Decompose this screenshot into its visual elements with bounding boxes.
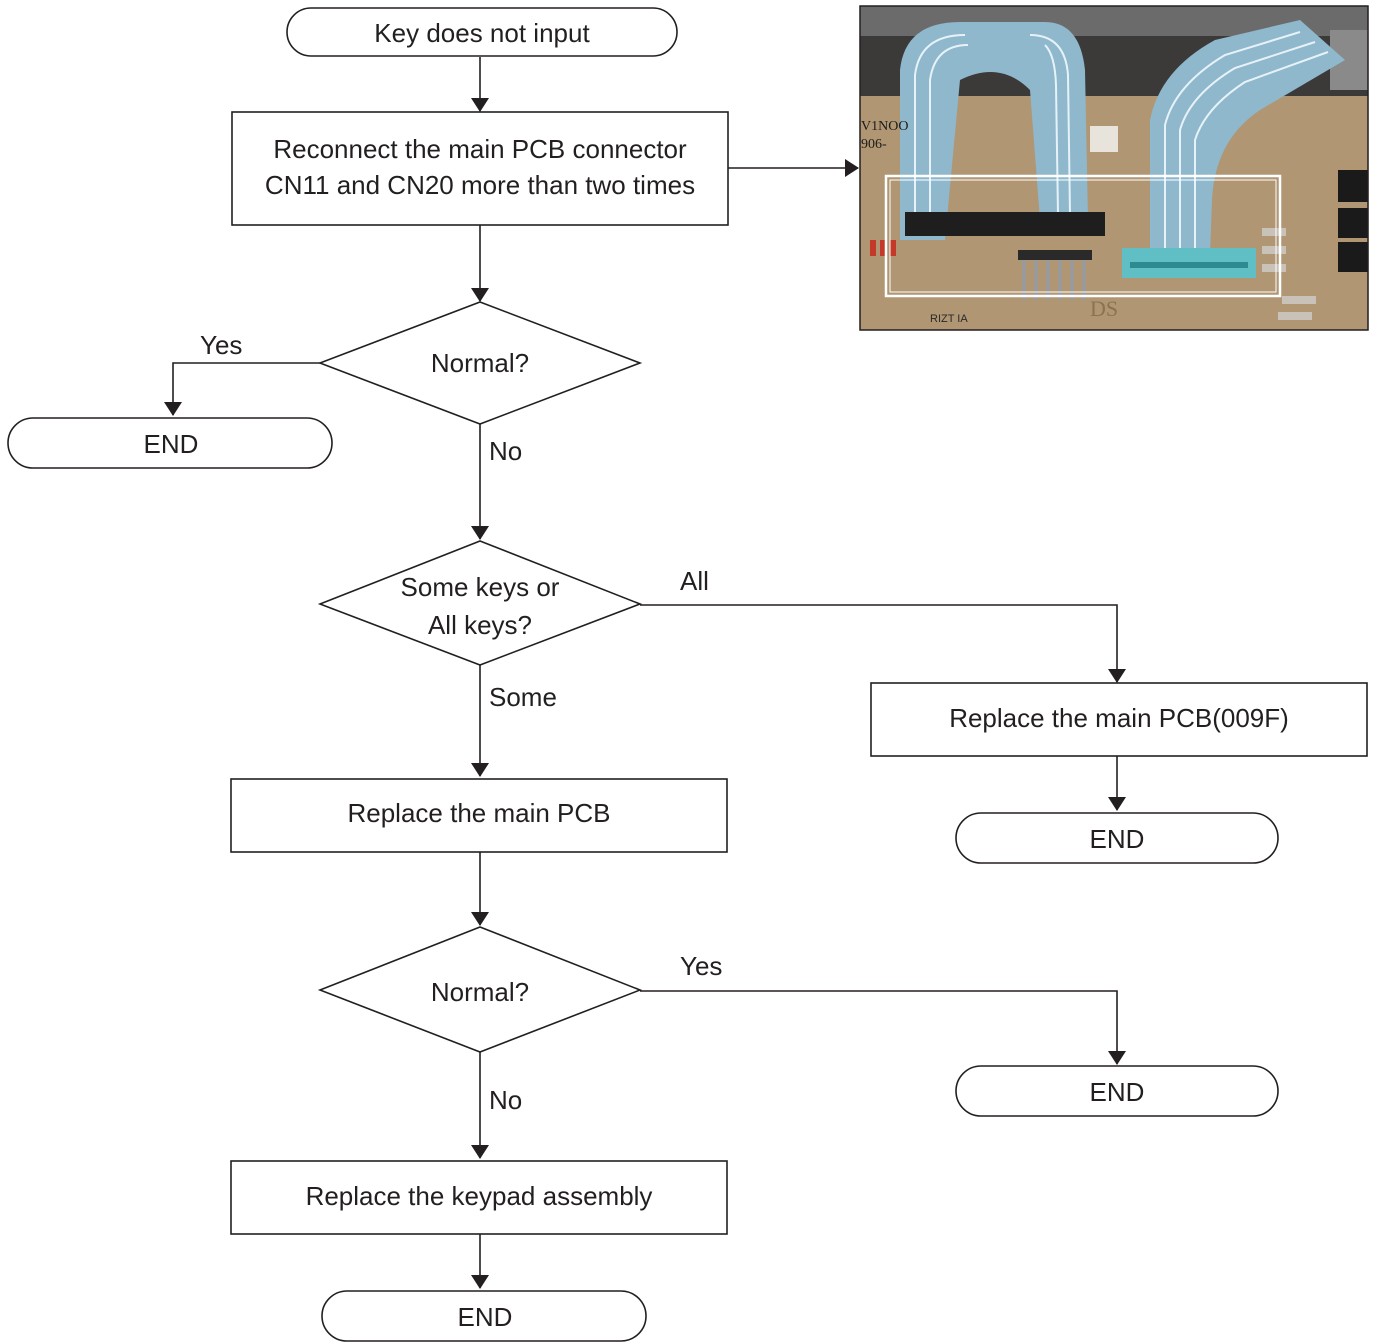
end-terminal-1: END: [7, 417, 333, 469]
connector-highlight-frame: [884, 174, 1282, 298]
pcb009f-label: Replace the main PCB(009F): [949, 703, 1289, 733]
keypad-label: Replace the keypad assembly: [306, 1181, 653, 1211]
decision1-label: Normal?: [431, 348, 529, 378]
end-label-3: END: [1090, 1077, 1145, 1107]
decision-some-or-all-keys: Some keys or All keys?: [317, 540, 643, 666]
connector-keys-all: [640, 604, 1126, 683]
decision-normal-2: Normal?: [317, 926, 643, 1053]
keys-some-label: Some: [489, 682, 557, 712]
process-replace-main-pcb: Replace the main PCB: [230, 778, 728, 853]
pcb-connector-photo: V1NOO 906- DS RIZT IA: [860, 6, 1368, 330]
pcb-label: Replace the main PCB: [347, 798, 610, 828]
end-label-4: END: [458, 1302, 513, 1332]
connector-decision1-yes: [164, 362, 320, 416]
decision2-label: Normal?: [431, 977, 529, 1007]
end-terminal-2: END: [955, 812, 1279, 864]
photo-print-4: RIZT IA: [930, 313, 968, 325]
decision-normal-1: Normal?: [317, 301, 643, 425]
reconnect-line2: CN11 and CN20 more than two times: [265, 170, 695, 200]
keys-line1: Some keys or: [401, 572, 560, 602]
process-replace-main-pcb-009f: Replace the main PCB(009F): [870, 682, 1368, 757]
photo-print-1: V1NOO: [861, 119, 908, 134]
decision1-no-label: No: [489, 436, 522, 466]
decision1-yes-label: Yes: [200, 330, 242, 360]
connector-decision2-yes: [640, 990, 1126, 1065]
reconnect-line1: Reconnect the main PCB connector: [273, 134, 687, 164]
keys-line2: All keys?: [428, 610, 532, 640]
process-reconnect-connectors: Reconnect the main PCB connector CN11 an…: [231, 111, 729, 226]
start-label: Key does not input: [374, 18, 590, 48]
end-label-1: END: [144, 429, 199, 459]
photo-border: [859, 5, 1369, 331]
start-terminal: Key does not input: [286, 7, 678, 57]
end-terminal-4: END: [321, 1290, 647, 1342]
end-label-2: END: [1090, 824, 1145, 854]
photo-print-3: DS: [1090, 296, 1118, 321]
decision2-no-label: No: [489, 1085, 522, 1115]
photo-print-2: 906-: [861, 137, 887, 152]
end-terminal-3: END: [955, 1065, 1279, 1117]
keys-all-label: All: [680, 566, 709, 596]
decision2-yes-label: Yes: [680, 951, 722, 981]
process-replace-keypad: Replace the keypad assembly: [230, 1160, 728, 1235]
